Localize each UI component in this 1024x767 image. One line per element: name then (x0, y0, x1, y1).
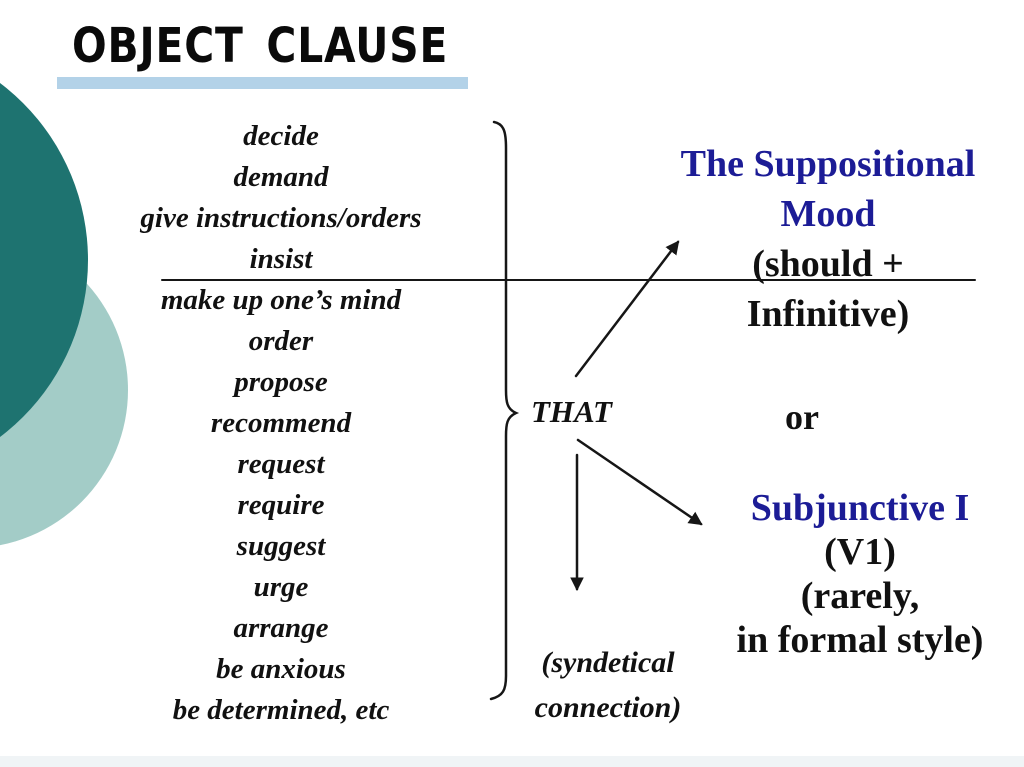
list-item: be determined, etc (172, 694, 390, 726)
list-item: insist (249, 243, 313, 275)
page-title: OBJECT CLAUSE (72, 18, 449, 74)
syndetical-connection-note: (syndetical connection) (488, 640, 728, 730)
subjunctive-block: Subjunctive I (V1) (rarely, in formal st… (690, 486, 1024, 662)
subjunctive-line2: (V1) (824, 531, 896, 573)
subjunctive-line1: Subjunctive I (750, 487, 970, 529)
or-label: or (785, 397, 819, 437)
list-item: suggest (236, 530, 326, 562)
list-item: make up one’s mind (160, 284, 402, 316)
list-item: propose (234, 366, 328, 398)
suppositional-line4: Infinitive) (746, 293, 910, 335)
note-line1: (syndetical (541, 646, 675, 679)
arrow-to-subjunctive-icon (576, 438, 703, 526)
verb-list: decide demand give instructions/orders i… (76, 116, 486, 731)
list-item: order (248, 325, 314, 357)
subjunctive-line3: (rarely, (800, 575, 920, 617)
subjunctive-line4: in formal style) (736, 619, 984, 661)
note-line2: connection) (534, 691, 682, 724)
suppositional-mood-block: The Suppositional Mood (should + Infinit… (658, 139, 998, 339)
list-item: urge (253, 571, 309, 603)
title-underline-bar (57, 77, 468, 89)
suppositional-line1: The Suppositional (680, 143, 976, 185)
suppositional-line2: Mood (780, 193, 876, 235)
suppositional-line3: (should + (752, 243, 904, 285)
list-item: request (237, 448, 325, 480)
curly-brace-icon (489, 120, 520, 701)
list-item: be anxious (216, 653, 346, 685)
list-item: require (237, 489, 325, 521)
list-item: demand (233, 161, 329, 193)
list-item: decide (243, 120, 319, 152)
list-item: recommend (210, 407, 352, 439)
bottom-edge-bar (0, 756, 1024, 767)
list-item: arrange (233, 612, 329, 644)
that-connector-label: THAT (531, 394, 612, 429)
list-item: give instructions/orders (140, 202, 422, 234)
